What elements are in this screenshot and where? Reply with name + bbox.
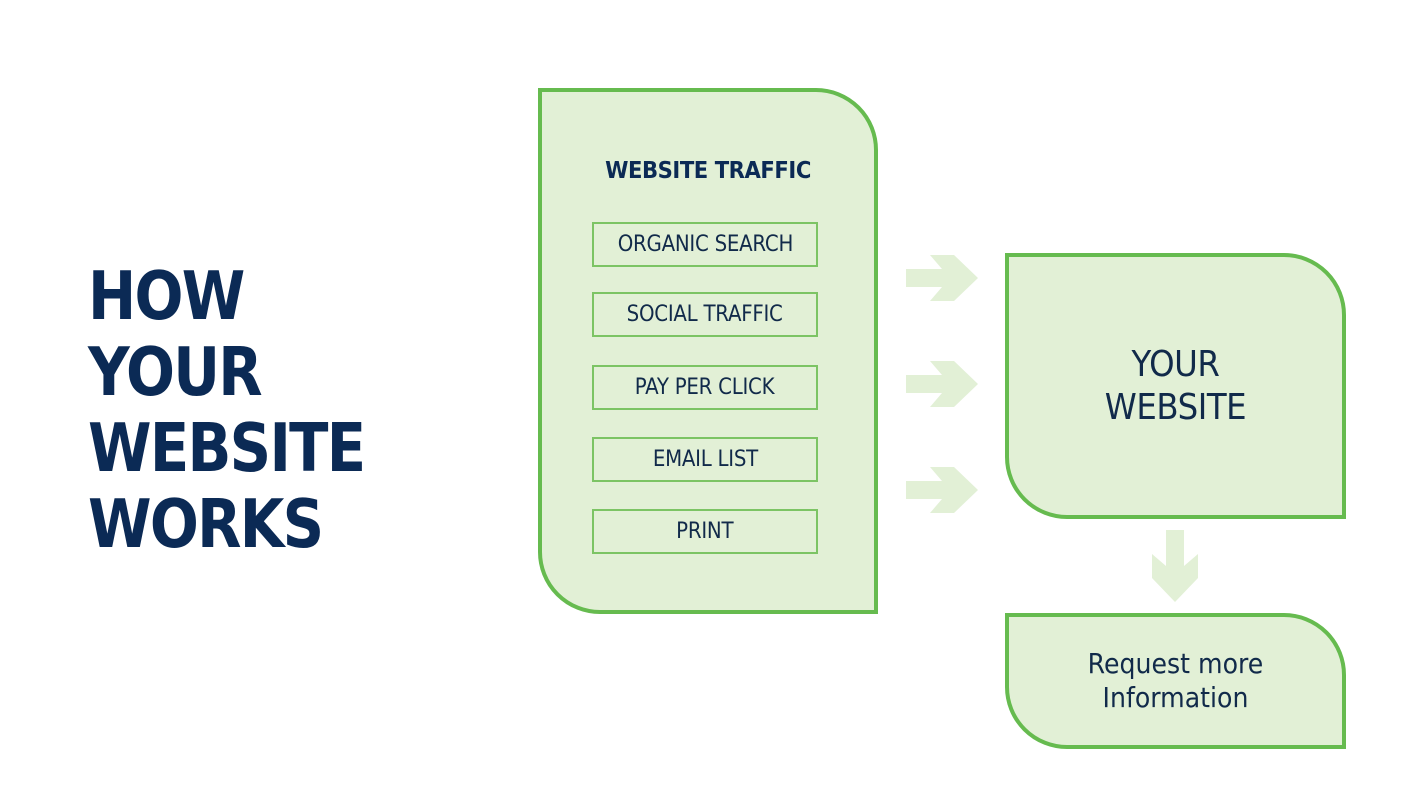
request-info-label: Request more Information	[1009, 647, 1342, 715]
request-info-line: Information	[1102, 681, 1249, 714]
traffic-source-print: PRINT	[592, 509, 818, 554]
title-line: HOW	[88, 257, 245, 335]
traffic-source-label: ORGANIC SEARCH	[617, 232, 793, 257]
your-website-panel: YOUR WEBSITE	[1005, 253, 1346, 519]
traffic-source-pay-per-click: PAY PER CLICK	[592, 365, 818, 410]
title-line: WEBSITE	[88, 409, 366, 487]
traffic-source-email-list: EMAIL LIST	[592, 437, 818, 482]
title-line: YOUR	[88, 333, 263, 411]
traffic-source-label: SOCIAL TRAFFIC	[627, 302, 783, 327]
traffic-source-social-traffic: SOCIAL TRAFFIC	[592, 292, 818, 337]
arrow-right-icon	[906, 467, 978, 513]
traffic-source-label: PRINT	[676, 519, 734, 544]
website-traffic-panel: WEBSITE TRAFFIC ORGANIC SEARCH SOCIAL TR…	[538, 88, 878, 614]
traffic-source-label: EMAIL LIST	[652, 447, 758, 472]
request-info-line: Request more	[1087, 647, 1264, 680]
arrow-down-icon	[1152, 530, 1198, 602]
arrow-right-icon	[906, 255, 978, 301]
title-line: WORKS	[88, 485, 324, 563]
your-website-line: YOUR	[1131, 344, 1220, 385]
your-website-line: WEBSITE	[1104, 387, 1247, 428]
traffic-source-label: PAY PER CLICK	[635, 375, 775, 400]
traffic-source-organic-search: ORGANIC SEARCH	[592, 222, 818, 267]
request-info-panel: Request more Information	[1005, 613, 1346, 749]
your-website-label: YOUR WEBSITE	[1009, 343, 1342, 429]
page-title: HOW YOUR WEBSITE WORKS	[88, 258, 409, 562]
arrow-right-icon	[906, 361, 978, 407]
website-traffic-heading: WEBSITE TRAFFIC	[605, 158, 811, 184]
